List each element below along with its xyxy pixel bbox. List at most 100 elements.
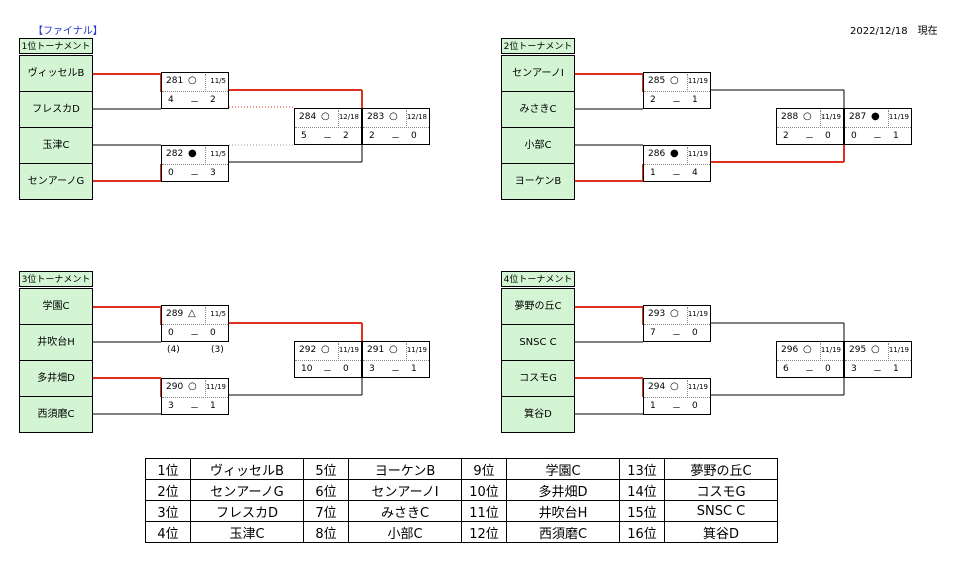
match-number: 281 [166, 76, 184, 86]
match-box: 287 ● 11/19 0 － 1 [844, 108, 912, 145]
team-cell: SNSC C [664, 500, 778, 522]
match-box: 281 ○ 11/5 4 － 2 [161, 72, 229, 109]
match-date: 11/19 [205, 383, 226, 391]
result-mark: ○ [871, 344, 880, 355]
rank-cell: 12位 [461, 521, 507, 543]
result-mark: ○ [389, 344, 398, 355]
match-date: 11/19 [888, 346, 909, 354]
score-right: 0 [692, 328, 698, 338]
score-dash: － [190, 98, 200, 108]
score-right: 1 [210, 401, 216, 411]
match-box: 286 ● 11/19 1 － 4 [643, 145, 711, 182]
rank-cell: 4位 [145, 521, 191, 543]
score-left: 0 [851, 131, 857, 141]
match-number: 294 [648, 382, 666, 392]
match-date: 11/19 [338, 346, 359, 354]
team-slot: みさきC [501, 91, 575, 128]
score-right: 3 [210, 168, 216, 178]
match-date: 11/5 [210, 150, 226, 158]
match-number: 289 [166, 309, 184, 319]
team-cell: コスモG [664, 479, 778, 501]
result-mark: ○ [321, 344, 330, 355]
rank-cell: 5位 [303, 458, 349, 480]
result-mark: ○ [670, 308, 679, 319]
score-right: 1 [411, 364, 417, 374]
match-number: 284 [299, 112, 317, 122]
team-slot: ヨーケンB [501, 163, 575, 200]
team-cell: 玉津C [190, 521, 304, 543]
score-left: 2 [650, 95, 656, 105]
score-dash: － [323, 134, 333, 144]
match-box: 283 ○ 12/18 2 － 0 [362, 108, 430, 145]
as-of-date: 2022/12/18 現在 [850, 26, 938, 37]
score-left: 4 [168, 95, 174, 105]
score-right: 1 [893, 364, 899, 374]
team-cell: フレスカD [190, 500, 304, 522]
team-cell: ヨーケンB [348, 458, 462, 480]
match-box: 290 ○ 11/19 3 － 1 [161, 378, 229, 415]
rank-cell: 13位 [619, 458, 665, 480]
team-cell: 井吹台H [506, 500, 620, 522]
result-mark: ○ [803, 111, 812, 122]
team-cell: みさきC [348, 500, 462, 522]
match-box: 288 ○ 11/19 2 － 0 [776, 108, 844, 145]
match-number: 283 [367, 112, 385, 122]
score-left: 6 [783, 364, 789, 374]
match-box: 291 ○ 11/19 3 － 1 [362, 341, 430, 378]
match-number: 296 [781, 345, 799, 355]
score-right: 0 [692, 401, 698, 411]
match-date: 12/18 [406, 113, 427, 121]
score-dash: － [805, 134, 815, 144]
rank-cell: 3位 [145, 500, 191, 522]
match-number: 290 [166, 382, 184, 392]
match-number: 288 [781, 112, 799, 122]
score-dash: － [190, 171, 200, 181]
result-mark: ○ [389, 111, 398, 122]
match-date: 11/19 [406, 346, 427, 354]
score-dash: － [805, 367, 815, 377]
score-dash: － [672, 331, 682, 341]
team-cell: センアーノG [190, 479, 304, 501]
team-slot: センアーノI [501, 55, 575, 92]
score-dash: － [873, 134, 883, 144]
result-mark: ○ [321, 111, 330, 122]
match-box: 295 ○ 11/19 3 － 1 [844, 341, 912, 378]
rank-cell: 7位 [303, 500, 349, 522]
rank-cell: 8位 [303, 521, 349, 543]
match-box: 282 ● 11/5 0 － 3 [161, 145, 229, 182]
team-cell: 西須磨C [506, 521, 620, 543]
team-slot: 夢野の丘C [501, 288, 575, 325]
match-date: 11/19 [687, 150, 708, 158]
match-number: 295 [849, 345, 867, 355]
match-date: 11/5 [210, 310, 226, 318]
page-label: 【ファイナル】 [33, 26, 103, 37]
team-slot: センアーノG [19, 163, 93, 200]
match-box: 284 ○ 12/18 5 － 2 [294, 108, 362, 145]
result-mark: ○ [188, 75, 197, 86]
pk-score-left: (4) [167, 345, 180, 355]
match-number: 287 [849, 112, 867, 122]
team-slot: コスモG [501, 360, 575, 397]
team-slot: SNSC C [501, 324, 575, 361]
table-row: 1位 ヴィッセルB 5位 ヨーケンB 9位 学園C 13位 夢野の丘C [145, 458, 778, 480]
bracket-1: 1位トーナメント ヴィッセルB フレスカD 玉津C センアーノG 281 ○ 1… [19, 38, 439, 200]
match-box: 294 ○ 11/19 1 － 0 [643, 378, 711, 415]
rank-cell: 11位 [461, 500, 507, 522]
bracket-4: 4位トーナメント 夢野の丘C SNSC C コスモG 箕谷D 293 ○ 11/… [501, 271, 921, 433]
score-dash: － [391, 134, 401, 144]
team-slot: 西須磨C [19, 396, 93, 433]
bracket-title: 1位トーナメント [19, 38, 93, 54]
final-standings-table: 1位 ヴィッセルB 5位 ヨーケンB 9位 学園C 13位 夢野の丘C 2位 セ… [145, 458, 778, 543]
team-slot: ヴィッセルB [19, 55, 93, 92]
match-number: 285 [648, 76, 666, 86]
team-cell: 学園C [506, 458, 620, 480]
result-mark: △ [188, 308, 196, 319]
score-left: 5 [301, 131, 307, 141]
table-row: 2位 センアーノG 6位 センアーノI 10位 多井畑D 14位 コスモG [145, 479, 778, 501]
rank-cell: 9位 [461, 458, 507, 480]
rank-cell: 1位 [145, 458, 191, 480]
score-right: 1 [893, 131, 899, 141]
score-dash: － [190, 331, 200, 341]
match-date: 11/19 [687, 310, 708, 318]
match-box: 293 ○ 11/19 7 － 0 [643, 305, 711, 342]
